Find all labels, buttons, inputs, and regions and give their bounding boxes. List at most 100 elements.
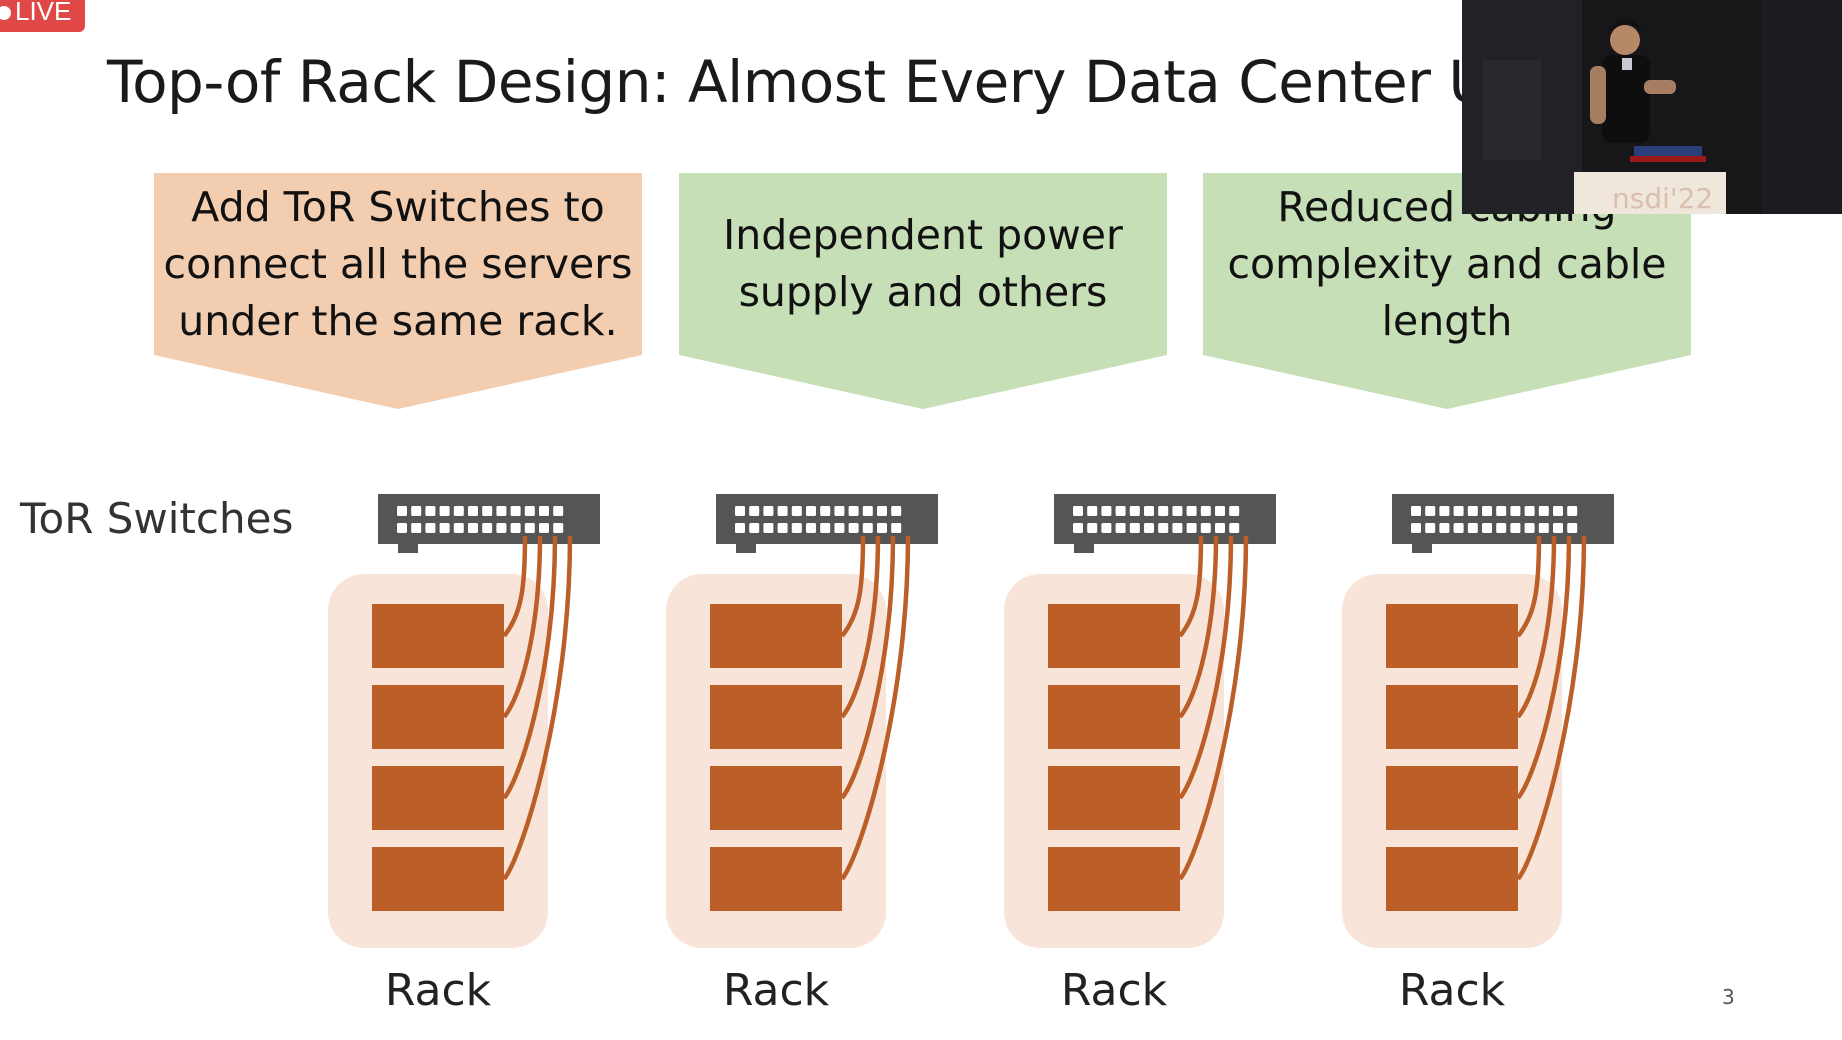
cable (502, 535, 573, 881)
cable (502, 535, 558, 800)
switch-port (1567, 506, 1578, 516)
server-unit (372, 847, 504, 911)
switch-port (1087, 506, 1098, 516)
switch-port (1425, 506, 1436, 516)
banner-cabling: Reduced cabling complexity and cable len… (1203, 173, 1691, 409)
switch-port (1496, 506, 1507, 516)
switch-port (1567, 523, 1578, 533)
switch-port (1115, 523, 1126, 533)
server-unit (1048, 685, 1180, 749)
server-unit (710, 766, 842, 830)
switch-port (806, 523, 816, 533)
switch-port (1510, 506, 1521, 516)
switch-port (482, 506, 493, 516)
tor-switch (716, 494, 938, 544)
switch-port (1144, 523, 1154, 533)
switch-port (425, 506, 436, 516)
switch-port (1101, 523, 1112, 533)
switch-port (1101, 506, 1112, 516)
switch-port (439, 523, 450, 533)
banner-power-supply: Independent power supply and others (679, 173, 1167, 409)
switch-port (820, 523, 831, 533)
banner-shape (679, 173, 1167, 409)
switch-port (553, 523, 564, 533)
tor-switch (378, 494, 600, 544)
speaker-video-icon: nsdi'22 (1462, 0, 1842, 214)
tor-switch-foot (736, 544, 756, 553)
switch-port (1453, 523, 1464, 533)
switch-port (510, 506, 521, 516)
switch-port (496, 523, 507, 533)
server-unit (1048, 766, 1180, 830)
cable (840, 535, 881, 719)
switch-port (891, 523, 902, 533)
switch-port (510, 523, 521, 533)
switch-port (848, 523, 859, 533)
banner-shape (1203, 173, 1691, 409)
tor-switch-foot (398, 544, 418, 553)
switch-port (1439, 506, 1450, 516)
switch-port (468, 506, 478, 516)
switch-port (791, 506, 802, 516)
switch-port (468, 523, 478, 533)
switch-port (411, 523, 422, 533)
switch-port (820, 506, 831, 516)
switch-port (877, 506, 887, 516)
server-unit (1386, 604, 1518, 668)
switch-port (1158, 523, 1169, 533)
switch-port (1172, 523, 1183, 533)
tor-switch-foot (1412, 544, 1432, 553)
switch-port (397, 506, 407, 516)
switch-port (1482, 506, 1492, 516)
page-number: 3 (1722, 985, 1735, 1009)
banner-tor-switches: Add ToR Switches to connect all the serv… (154, 173, 642, 409)
switch-port (539, 523, 549, 533)
server-unit (372, 766, 504, 830)
switch-port (735, 506, 745, 516)
switch-port (1467, 523, 1478, 533)
switch-port (482, 523, 493, 533)
slide-title: Top-of Rack Design: Almost Every Data Ce… (107, 48, 1586, 116)
tor-switch (1392, 494, 1614, 544)
speaker-video: nsdi'22 (1462, 0, 1842, 214)
switch-port (735, 523, 745, 533)
switch-port (496, 506, 507, 516)
switch-port (1200, 506, 1211, 516)
server-unit (710, 847, 842, 911)
switch-port (877, 523, 887, 533)
switch-port (1186, 506, 1197, 516)
switch-port (1115, 506, 1126, 516)
switch-port (848, 506, 859, 516)
switch-port (1411, 506, 1421, 516)
switch-port (453, 506, 464, 516)
banner-text: Independent power supply and others (723, 211, 1123, 316)
cable (502, 535, 528, 638)
switch-port (1453, 506, 1464, 516)
server-unit (1386, 766, 1518, 830)
live-badge: LIVE (0, 0, 85, 32)
cable (1178, 535, 1249, 881)
cable (1516, 535, 1587, 881)
server-unit (710, 685, 842, 749)
switch-port (1073, 506, 1083, 516)
cable (1516, 535, 1542, 638)
switch-port (763, 523, 774, 533)
switch-port (539, 506, 549, 516)
switch-port (834, 506, 845, 516)
cable (1516, 535, 1557, 719)
switch-port (553, 506, 564, 516)
switch-port (1087, 523, 1098, 533)
switch-port (1524, 523, 1535, 533)
switch-port (425, 523, 436, 533)
switch-port (1425, 523, 1436, 533)
rack-label: Rack (384, 965, 492, 1016)
switch-port (1200, 523, 1211, 533)
switch-port (1553, 523, 1563, 533)
banner-shape (154, 173, 642, 409)
tor-switch (1054, 494, 1276, 544)
switch-port (1553, 506, 1563, 516)
switch-port (1229, 523, 1240, 533)
switch-port (891, 506, 902, 516)
switch-port (763, 506, 774, 516)
server-unit (1048, 604, 1180, 668)
